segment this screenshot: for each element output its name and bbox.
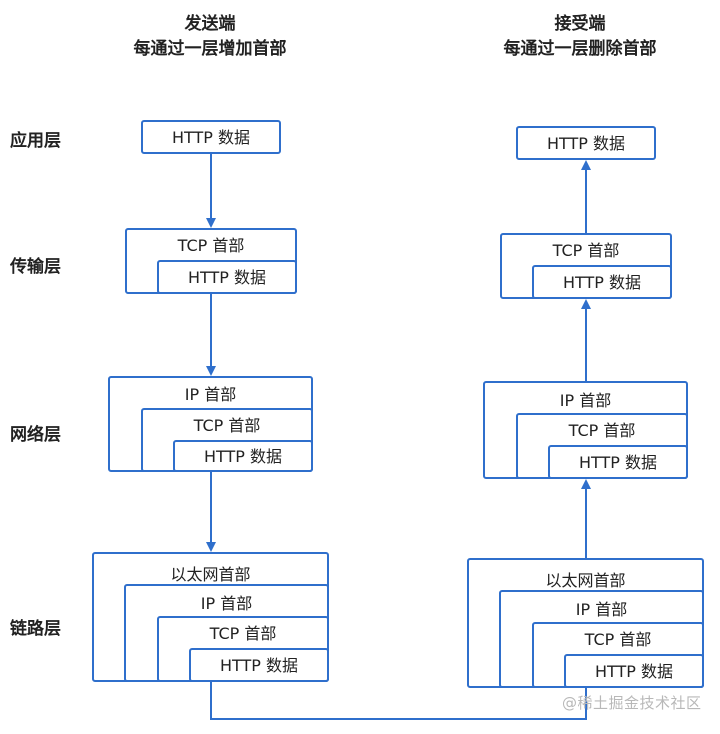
sender-network-http-box: HTTP 数据 — [173, 440, 313, 472]
sender-subtitle: 每通过一层增加首部 — [133, 39, 287, 59]
layer-label-application: 应用层 — [10, 131, 61, 151]
sender-network-http-label: HTTP 数据 — [203, 447, 283, 466]
sender-transport-http-box: HTTP 数据 — [157, 260, 297, 294]
receiver-network-ip-label: IP 首部 — [559, 391, 612, 410]
sender-link-http-label: HTTP 数据 — [219, 656, 299, 675]
sender-app-http-data-box: HTTP 数据 — [141, 120, 281, 154]
sender-network-tcp-label: TCP 首部 — [193, 416, 261, 435]
receiver-network-http-label: HTTP 数据 — [578, 453, 658, 472]
receiver-title: 接受端 — [554, 14, 606, 34]
receiver-link-http-label: HTTP 数据 — [594, 662, 674, 681]
receiver-link-tcp-label: TCP 首部 — [584, 630, 652, 649]
sender-link-tcp-label: TCP 首部 — [209, 624, 277, 643]
sender-network-ip-label: IP 首部 — [184, 385, 237, 404]
sender-link-ethernet-label: 以太网首部 — [170, 565, 251, 584]
sender-transport-http-label: HTTP 数据 — [187, 268, 267, 287]
layer-label-link: 链路层 — [10, 619, 61, 639]
sender-link-http-box: HTTP 数据 — [189, 648, 329, 682]
layer-label-network: 网络层 — [10, 425, 61, 445]
receiver-subtitle: 每通过一层删除首部 — [503, 39, 657, 59]
receiver-link-ethernet-label: 以太网首部 — [545, 571, 626, 590]
watermark-text: @稀土掘金技术社区 — [562, 694, 702, 712]
receiver-transport-http-label: HTTP 数据 — [562, 273, 642, 292]
receiver-app-http-data-box: HTTP 数据 — [516, 126, 656, 160]
sender-header: 发送端 每通过一层增加首部 — [60, 12, 360, 62]
sender-transport-tcp-label: TCP 首部 — [177, 236, 245, 255]
receiver-network-http-box: HTTP 数据 — [548, 445, 688, 479]
receiver-header: 接受端 每通过一层删除首部 — [430, 12, 720, 62]
sender-title: 发送端 — [184, 14, 236, 34]
sender-link-ip-label: IP 首部 — [200, 594, 253, 613]
receiver-transport-tcp-label: TCP 首部 — [552, 241, 620, 260]
sender-app-http-data-label: HTTP 数据 — [171, 128, 251, 147]
receiver-transport-http-box: HTTP 数据 — [532, 265, 672, 299]
receiver-link-http-box: HTTP 数据 — [564, 654, 704, 688]
receiver-network-tcp-label: TCP 首部 — [568, 421, 636, 440]
receiver-app-http-data-label: HTTP 数据 — [546, 134, 626, 153]
layer-label-transport: 传输层 — [10, 257, 61, 277]
receiver-link-ip-label: IP 首部 — [575, 600, 628, 619]
